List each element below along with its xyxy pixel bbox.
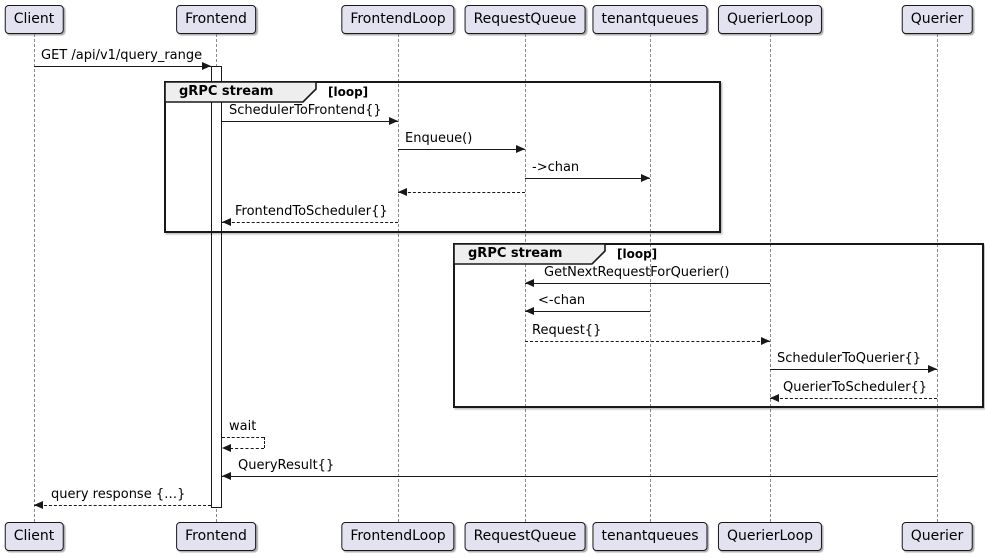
message-3-line [398,149,525,150]
fragment-title: gRPC stream [179,84,274,99]
arrowhead [761,337,770,345]
arrowhead [389,117,398,125]
arrowhead [770,394,779,402]
participant-querier-bottom: Querier [901,522,973,551]
message-14-line [34,505,211,506]
message-4-line [525,178,650,179]
participant-frontend-bottom: Frontend [176,522,256,551]
message-6-line [222,222,398,223]
message-8-line [525,311,650,312]
message-5-line [398,192,525,193]
lifeline-tenantqueues [650,34,651,522]
message-9-line [525,341,770,342]
participant-client-bottom: Client [4,522,64,551]
participant-frontend-loop-top: FrontendLoop [341,5,455,34]
fragment-grpc-stream-frontend: gRPC stream [loop] [164,81,721,233]
message-4-label: ->chan [532,160,580,175]
participant-frontend-loop-bottom: FrontendLoop [341,522,455,551]
arrowhead [398,188,407,196]
message-11-label: QuerierToScheduler{} [783,380,928,395]
message-2-line [222,121,398,122]
fragment-grpc-stream-querier: gRPC stream [loop] [453,243,984,408]
participant-querier-loop-bottom: QuerierLoop [717,522,823,551]
message-11-line [770,398,937,399]
fragment-tab-grpc-stream-querier [453,243,607,269]
lifeline-querier-loop [770,34,771,522]
arrowhead [516,145,525,153]
message-6-label: FrontendToScheduler{} [235,204,388,219]
fragment-tab-grpc-stream-frontend [164,81,318,107]
message-14-label: query response {…} [51,487,186,502]
arrowhead [525,279,534,287]
message-12-side [264,437,265,448]
message-12-label: wait [229,419,257,434]
participant-tenantqueues-top: tenantqueues [592,5,708,34]
message-12-bottom [230,448,264,449]
arrowhead [928,365,937,373]
message-7-label: GetNextRequestForQuerier() [544,265,730,280]
participant-frontend-top: Frontend [176,5,256,34]
arrowhead [202,62,211,70]
message-10-label: SchedulerToQuerier{} [777,351,922,366]
message-9-label: Request{} [532,323,602,338]
message-13-line [222,476,937,477]
lifeline-querier [937,34,938,522]
message-10-line [770,369,937,370]
message-1-line [34,66,211,67]
participant-request-queue-top: RequestQueue [464,5,586,34]
arrowhead [34,501,43,509]
participant-client-top: Client [4,5,64,34]
message-3-label: Enqueue() [405,131,473,146]
participant-tenantqueues-bottom: tenantqueues [592,522,708,551]
arrowhead [222,218,231,226]
message-8-label: <-chan [538,293,586,308]
arrowhead [525,307,534,315]
lifeline-frontend-loop [398,34,399,522]
lifeline-request-queue [525,34,526,522]
message-13-label: QueryResult{} [238,458,335,473]
arrowhead [222,472,231,480]
participant-request-queue-bottom: RequestQueue [464,522,586,551]
message-1-label: GET /api/v1/query_range [41,48,203,63]
message-12-top [222,437,264,438]
fragment-condition-label: [loop] [617,247,658,261]
participant-querier-top: Querier [901,5,973,34]
arrowhead [222,444,231,452]
lifeline-client [34,34,35,522]
message-7-line [525,283,770,284]
fragment-title: gRPC stream [468,246,563,261]
fragment-condition-label: [loop] [328,85,369,99]
message-2-label: SchedulerToFrontend{} [229,103,382,118]
participant-querier-loop-top: QuerierLoop [717,5,823,34]
activation-bar-frontend [211,66,222,508]
arrowhead [641,174,650,182]
